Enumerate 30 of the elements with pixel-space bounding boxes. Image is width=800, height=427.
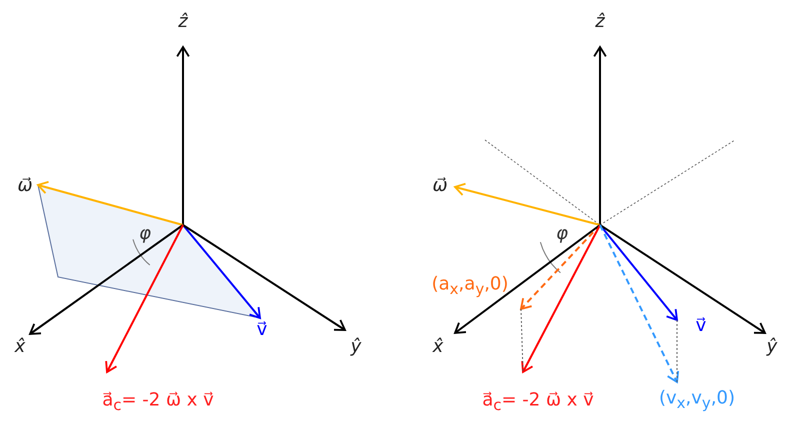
vector-arrow: [182, 224, 261, 319]
formula-label: a⃗$_{c}$= -2 ω⃗ x v⃗: [482, 390, 594, 414]
axis-arrow: [176, 46, 190, 225]
axis-arrow: [182, 224, 346, 331]
projection-arrow: [599, 224, 680, 383]
axis-label: x̂: [14, 337, 26, 357]
axis-arrow: [593, 46, 607, 225]
vector-arrow: [454, 182, 600, 226]
projection-line: [676, 320, 678, 382]
axis-arrow: [29, 224, 184, 335]
axis-label: ŷ: [350, 337, 362, 357]
vector-label: ω⃗: [17, 176, 33, 196]
angle-label: φ: [139, 224, 151, 244]
vector-arrow: [37, 180, 184, 226]
axis-label: ẑ: [178, 12, 188, 32]
vector-label: v⃗: [256, 320, 268, 340]
vector-label: v⃗: [696, 316, 706, 336]
axis-label: ŷ: [766, 337, 778, 357]
vector-arrow: [521, 224, 601, 373]
component-label: (a$_{x}$,a$_{y}$,0): [432, 274, 508, 298]
axis-arrow: [454, 224, 601, 334]
axis-label: x̂: [432, 337, 444, 357]
formula-label: a⃗$_{c}$= -2 ω⃗ x v⃗: [102, 390, 214, 414]
axis-arrow: [599, 224, 766, 334]
projection-line: [520, 308, 524, 372]
vector-arrow: [105, 224, 184, 373]
axis-label: ẑ: [595, 12, 605, 32]
angle-label: φ: [556, 224, 568, 244]
vector-label: ω⃗: [432, 176, 448, 196]
component-label: (v$_{x}$,v$_{y}$,0): [658, 388, 736, 412]
